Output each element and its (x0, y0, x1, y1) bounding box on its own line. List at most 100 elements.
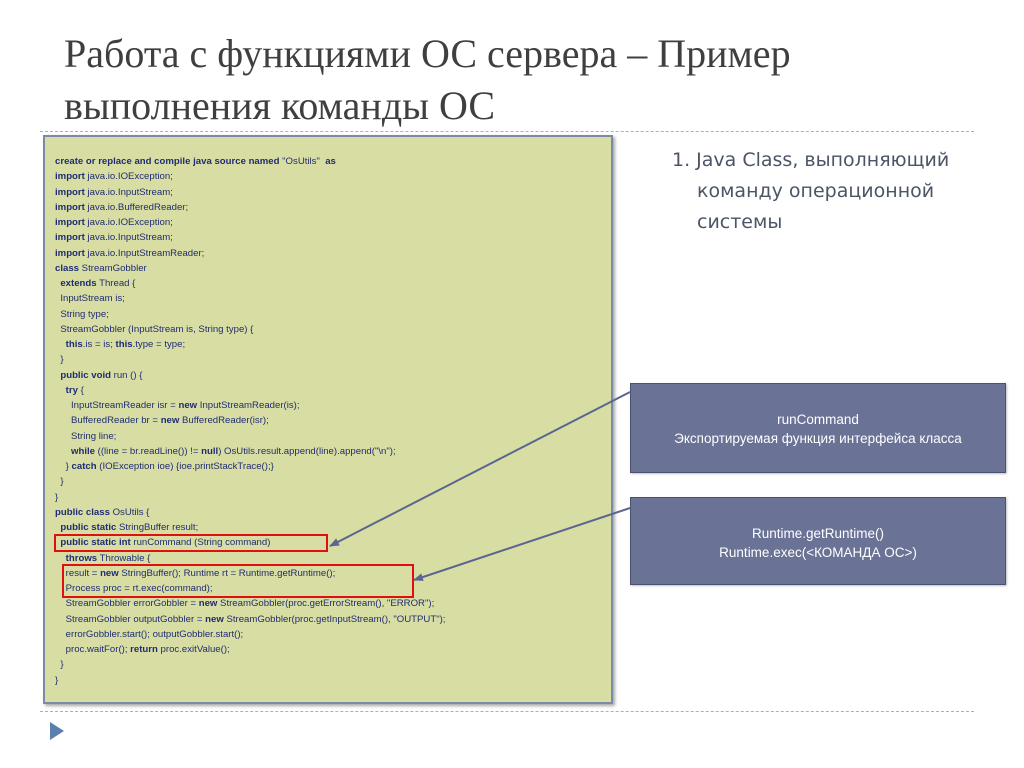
code-keyword: import (55, 217, 85, 228)
code-keyword: new (160, 415, 180, 427)
code-line: public void run () { (55, 368, 611, 383)
code-text: InputStream is; (55, 293, 125, 305)
code-text: Thread { (96, 278, 136, 289)
code-keyword: public static (60, 522, 117, 533)
code-text: java.io.IOException; (84, 171, 173, 183)
code-text: StringBuffer result; (116, 522, 199, 533)
arrow-to-runcommand (329, 391, 631, 547)
code-line: import java.io.IOException; (55, 169, 611, 184)
code-line: import java.io.InputStream; (55, 185, 611, 200)
code-text: .is = is; (82, 339, 116, 350)
code-line: class StreamGobbler (55, 261, 611, 276)
arrow-to-runtime-exec (413, 507, 631, 581)
highlight-runcommand (54, 534, 328, 552)
code-keyword: new (178, 400, 198, 411)
code-line: public class OsUtils { (55, 505, 611, 520)
code-line: try { (55, 383, 611, 398)
code-text: } (55, 491, 59, 503)
bottom-divider (40, 711, 974, 712)
code-line: throws Throwable { (55, 551, 611, 566)
code-line: extends Thread { (55, 276, 611, 291)
code-line: Process proc = rt.exec(command); (55, 581, 611, 596)
code-line: StreamGobbler outputGobbler = new Stream… (55, 612, 611, 627)
code-line: } catch (IOException ioe) {ioe.printStac… (55, 459, 611, 474)
code-keyword: this (115, 339, 133, 350)
code-text: ) OsUtils.result.append(line).append("\n… (218, 445, 396, 457)
code-text: BufferedReader br = (55, 415, 161, 427)
code-text: InputStreamReader(is); (197, 400, 300, 411)
slide-title: Работа с функциями ОС сервера – Пример в… (64, 28, 964, 132)
code-text: String type; (55, 308, 109, 320)
code-text: StreamGobbler (79, 262, 147, 274)
code-text: StringBuffer(); Runtime rt = Runtime.get… (118, 567, 336, 579)
callout-runcommand: runCommand Экспортируемая функция интерф… (630, 383, 1006, 473)
code-text: errorGobbler.start(); outputGobbler.star… (55, 628, 244, 640)
code-text: run () { (110, 369, 143, 381)
code-line: result = new StringBuffer(); Runtime rt … (55, 566, 611, 581)
code-keyword: new (100, 567, 119, 579)
code-text: StreamGobbler(proc.getErrorStream(), "ER… (217, 598, 435, 610)
next-slide-icon[interactable] (50, 722, 64, 740)
slide-title-line-2: выполнения команды ОС (64, 83, 496, 128)
code-text: (IOException ioe) {ioe.printStackTrace()… (96, 461, 274, 472)
code-keyword: null (201, 445, 219, 457)
code-text: java.io.IOException; (84, 217, 173, 228)
code-line: import java.io.BufferedReader; (55, 200, 611, 215)
code-line: public static int runCommand (String com… (55, 535, 611, 550)
code-keyword: public static int (60, 537, 131, 549)
code-text: StreamGobbler(proc.getInputStream(), "OU… (223, 613, 446, 625)
code-line: String line; (55, 429, 611, 444)
code-keyword: new (205, 613, 224, 625)
code-text: } (55, 674, 59, 686)
code-keyword: public void (60, 369, 111, 381)
code-listing: create or replace and compile java sourc… (43, 135, 613, 704)
code-line: InputStreamReader isr = new InputStreamR… (55, 398, 611, 413)
code-text: runCommand (String command) (130, 537, 271, 549)
code-keyword: extends (60, 278, 97, 289)
code-line: } (55, 352, 611, 367)
code-text: BufferedReader(isr); (179, 415, 269, 427)
code-text: java.io.BufferedReader; (84, 201, 189, 213)
code-keyword: import (55, 247, 85, 259)
code-line: BufferedReader br = new BufferedReader(i… (55, 413, 611, 428)
callout-runcommand-desc: Экспортируемая функция интерфейса класса (674, 431, 962, 446)
code-line: import java.io.IOException; (55, 215, 611, 230)
highlight-runtime-exec (62, 564, 414, 598)
code-keyword: as (322, 156, 336, 167)
code-text: StreamGobbler errorGobbler = (55, 598, 199, 610)
code-keyword: throws (65, 552, 98, 564)
code-text: "OsUtils" (282, 156, 323, 167)
code-line: import java.io.InputStreamReader; (55, 246, 611, 261)
code-text: java.io.InputStream; (84, 186, 173, 198)
callout-runtime-title: Runtime.getRuntime() (751, 526, 885, 541)
code-text: StreamGobbler outputGobbler = (55, 613, 206, 625)
code-line: } (55, 474, 611, 489)
code-text: } (55, 354, 64, 366)
code-keyword: return (130, 644, 158, 655)
code-line: errorGobbler.start(); outputGobbler.star… (55, 627, 611, 642)
code-keyword: import (55, 186, 85, 198)
code-text: } (55, 461, 72, 472)
slide-title-line-1: Работа с функциями ОС сервера – Пример (64, 31, 791, 76)
code-text: .type = type; (132, 339, 186, 350)
code-line: while ((line = br.readLine()) != null) O… (55, 444, 611, 459)
code-text: proc.exitValue(); (157, 644, 230, 655)
bullet-java-class: 1. Java Class, выполняющий команду опера… (672, 149, 950, 233)
code-text: } (55, 659, 64, 671)
code-text: Throwable { (97, 552, 151, 564)
code-keyword: this (65, 339, 83, 350)
code-text: result = (55, 567, 101, 579)
code-line: this.is = is; this.type = type; (55, 337, 611, 352)
code-line: StreamGobbler errorGobbler = new StreamG… (55, 596, 611, 611)
callout-runcommand-title: runCommand (777, 412, 859, 427)
callout-runtime-exec: Runtime.getRuntime() Runtime.exec(<КОМАН… (630, 497, 1006, 585)
code-keyword: new (198, 598, 218, 610)
code-keyword: try (65, 384, 78, 396)
code-text: ((line = br.readLine()) != (95, 445, 202, 457)
code-keyword: while (71, 445, 95, 457)
code-line: public static StringBuffer result; (55, 520, 611, 535)
code-text: Process proc = rt.exec(command); (55, 583, 213, 594)
code-line: InputStream is; (55, 291, 611, 306)
code-line: create or replace and compile java sourc… (55, 154, 611, 169)
